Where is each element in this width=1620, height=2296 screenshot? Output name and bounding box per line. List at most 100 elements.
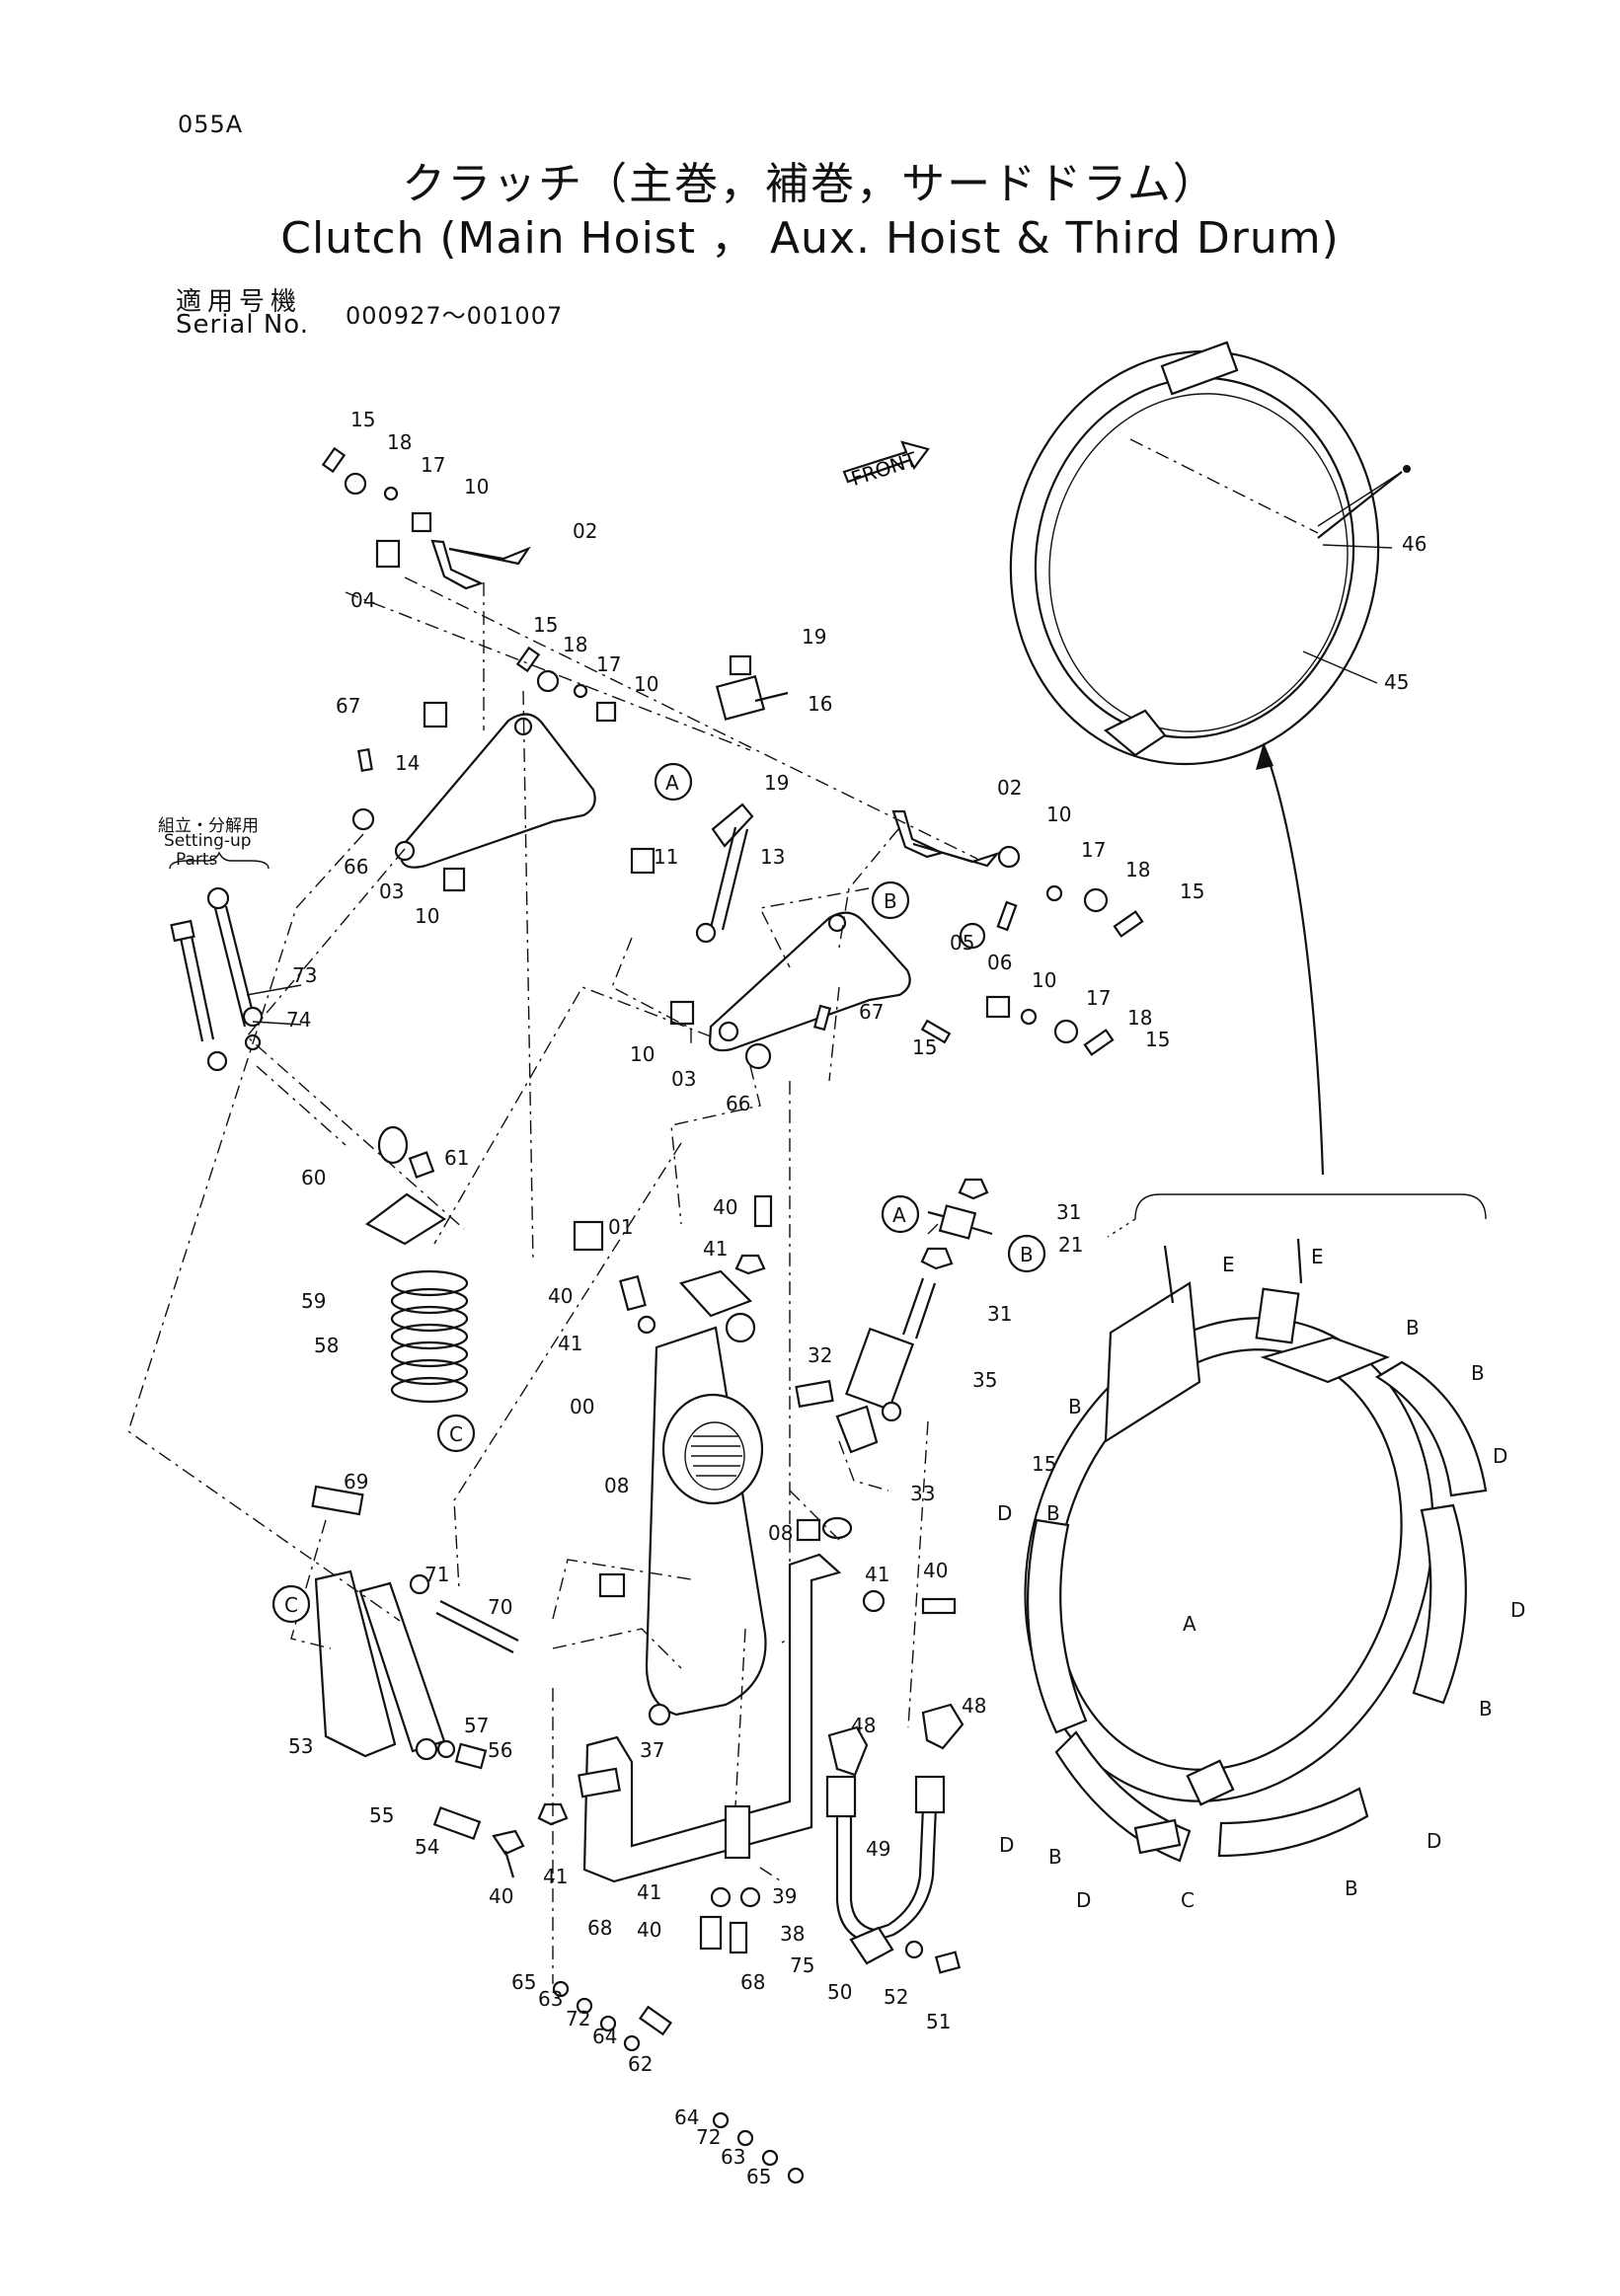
part-number-label: 64 [592, 2025, 617, 2048]
part-number-label: 17 [421, 453, 445, 477]
upper-levers [394, 713, 911, 1052]
part-number-label: 10 [1032, 968, 1056, 992]
part-number-label: 32 [808, 1343, 832, 1367]
part-number-label: 57 [464, 1714, 489, 1737]
callout-b1: B [871, 880, 910, 920]
setup-note-bracket [169, 851, 270, 870]
part-number-label: 40 [548, 1284, 573, 1308]
part-number-label: A [1183, 1612, 1196, 1636]
part-number-label: 10 [464, 475, 489, 498]
part-number-label: 40 [713, 1195, 737, 1219]
part-number-label: 10 [1046, 803, 1071, 826]
tee-fitting [920, 1178, 993, 1270]
part-number-label: 45 [1384, 670, 1409, 694]
part-number-label: 65 [746, 2165, 771, 2188]
callout-c2-text: C [284, 1593, 298, 1617]
part-number-label: 16 [808, 692, 832, 716]
part-number-label: 61 [444, 1146, 469, 1170]
part-number-label: 51 [926, 2010, 951, 2033]
setup-note-jp: 組立・分解用 [158, 816, 259, 836]
part-number-label: 10 [634, 672, 658, 696]
clutch-cylinder [795, 1277, 937, 1454]
part-number-label: D [999, 1833, 1014, 1857]
serial-range: 000927～001007 [346, 302, 564, 330]
callout-c1: C [436, 1414, 476, 1453]
part-number-label: 39 [772, 1884, 797, 1908]
part-number-label: 41 [558, 1332, 582, 1355]
part-number-label: 40 [923, 1559, 948, 1582]
part-number-label: 67 [859, 1000, 884, 1024]
part-number-label: 64 [674, 2105, 699, 2129]
callout-c2: C [271, 1584, 311, 1624]
assembly-arrowhead [1256, 742, 1273, 770]
assembly-leader-lines [127, 576, 978, 1984]
part-number-label: 40 [637, 1918, 661, 1942]
part-number-label: 68 [587, 1916, 612, 1940]
part-number-label: 66 [344, 855, 368, 879]
part-number-label: 14 [395, 751, 420, 775]
part-number-label: B [1479, 1697, 1493, 1721]
part-number-label: 41 [637, 1880, 661, 1904]
part-number-label: 72 [696, 2125, 721, 2149]
part-number-label: 08 [604, 1474, 629, 1497]
part-number-label: 15 [533, 613, 558, 637]
part-number-label: 53 [288, 1734, 313, 1758]
part-number-label: 56 [488, 1738, 512, 1762]
part-number-label: 41 [543, 1865, 568, 1888]
brake-band-upper [1009, 341, 1411, 766]
part-number-label: 19 [802, 625, 826, 649]
part-number-label: 59 [301, 1289, 326, 1313]
part-number-label: 03 [379, 880, 404, 903]
part-number-label: 17 [1081, 838, 1106, 862]
callout-a2-text: A [892, 1203, 906, 1227]
part-number-label: 15 [1180, 880, 1204, 903]
callout-b2-text: B [1020, 1243, 1034, 1266]
part-number-label: 18 [1127, 1006, 1152, 1030]
part-number-label: 75 [790, 1953, 814, 1977]
part-number-label: C [1181, 1888, 1195, 1912]
part-number-label: 10 [630, 1042, 655, 1066]
part-number-label: 15 [912, 1035, 937, 1059]
part-number-label: 48 [851, 1714, 876, 1737]
part-number-label: 15 [1145, 1028, 1170, 1051]
part-number-label: 10 [415, 904, 439, 928]
part-number-label: 66 [726, 1092, 750, 1115]
callout-b1-text: B [884, 889, 897, 913]
part-number-label: 21 [1058, 1233, 1083, 1257]
clutch-lever-body [645, 1269, 767, 1726]
part-number-label: 63 [538, 1987, 563, 2011]
setup-note-en-line1: Setting-up [164, 831, 252, 851]
part-number-label: 62 [628, 2052, 653, 2076]
fasteners-upper [321, 446, 1144, 1615]
page-title-jp: クラッチ（主巻，補巻，サードドラム） [402, 159, 1218, 209]
brake-band-lower [1024, 1238, 1488, 1863]
part-number-label: 46 [1402, 532, 1427, 556]
part-number-label: 49 [866, 1837, 890, 1861]
callout-a1: A [654, 762, 693, 802]
part-number-label: 41 [865, 1563, 889, 1586]
part-number-label: 04 [350, 588, 375, 612]
part-number-label: 19 [764, 771, 789, 795]
part-number-label: 02 [573, 519, 597, 543]
part-number-label: 70 [488, 1595, 512, 1619]
part-number-label: 08 [768, 1521, 793, 1545]
part-number-label: 37 [640, 1738, 664, 1762]
part-number-label: B [1345, 1876, 1358, 1900]
stopper-bracket [311, 1485, 519, 1841]
clutch-spring [364, 1125, 469, 1404]
part-number-label: 52 [884, 1985, 908, 2009]
part-number-label: 11 [654, 845, 678, 869]
part-number-label: 15 [1032, 1452, 1056, 1476]
part-number-label: 01 [608, 1215, 633, 1239]
part-number-label: 41 [703, 1237, 728, 1261]
part-number-label: 72 [566, 2007, 590, 2030]
part-number-label: 18 [563, 633, 587, 656]
page-code: 055A [178, 111, 244, 138]
part-number-label: 48 [962, 1694, 986, 1718]
part-number-label: 74 [286, 1008, 311, 1032]
part-number-label: D [1493, 1444, 1507, 1468]
serial-label-jp: 適用号機 [176, 287, 303, 317]
part-number-label: 05 [950, 931, 974, 955]
front-label: FRONT [848, 447, 920, 491]
